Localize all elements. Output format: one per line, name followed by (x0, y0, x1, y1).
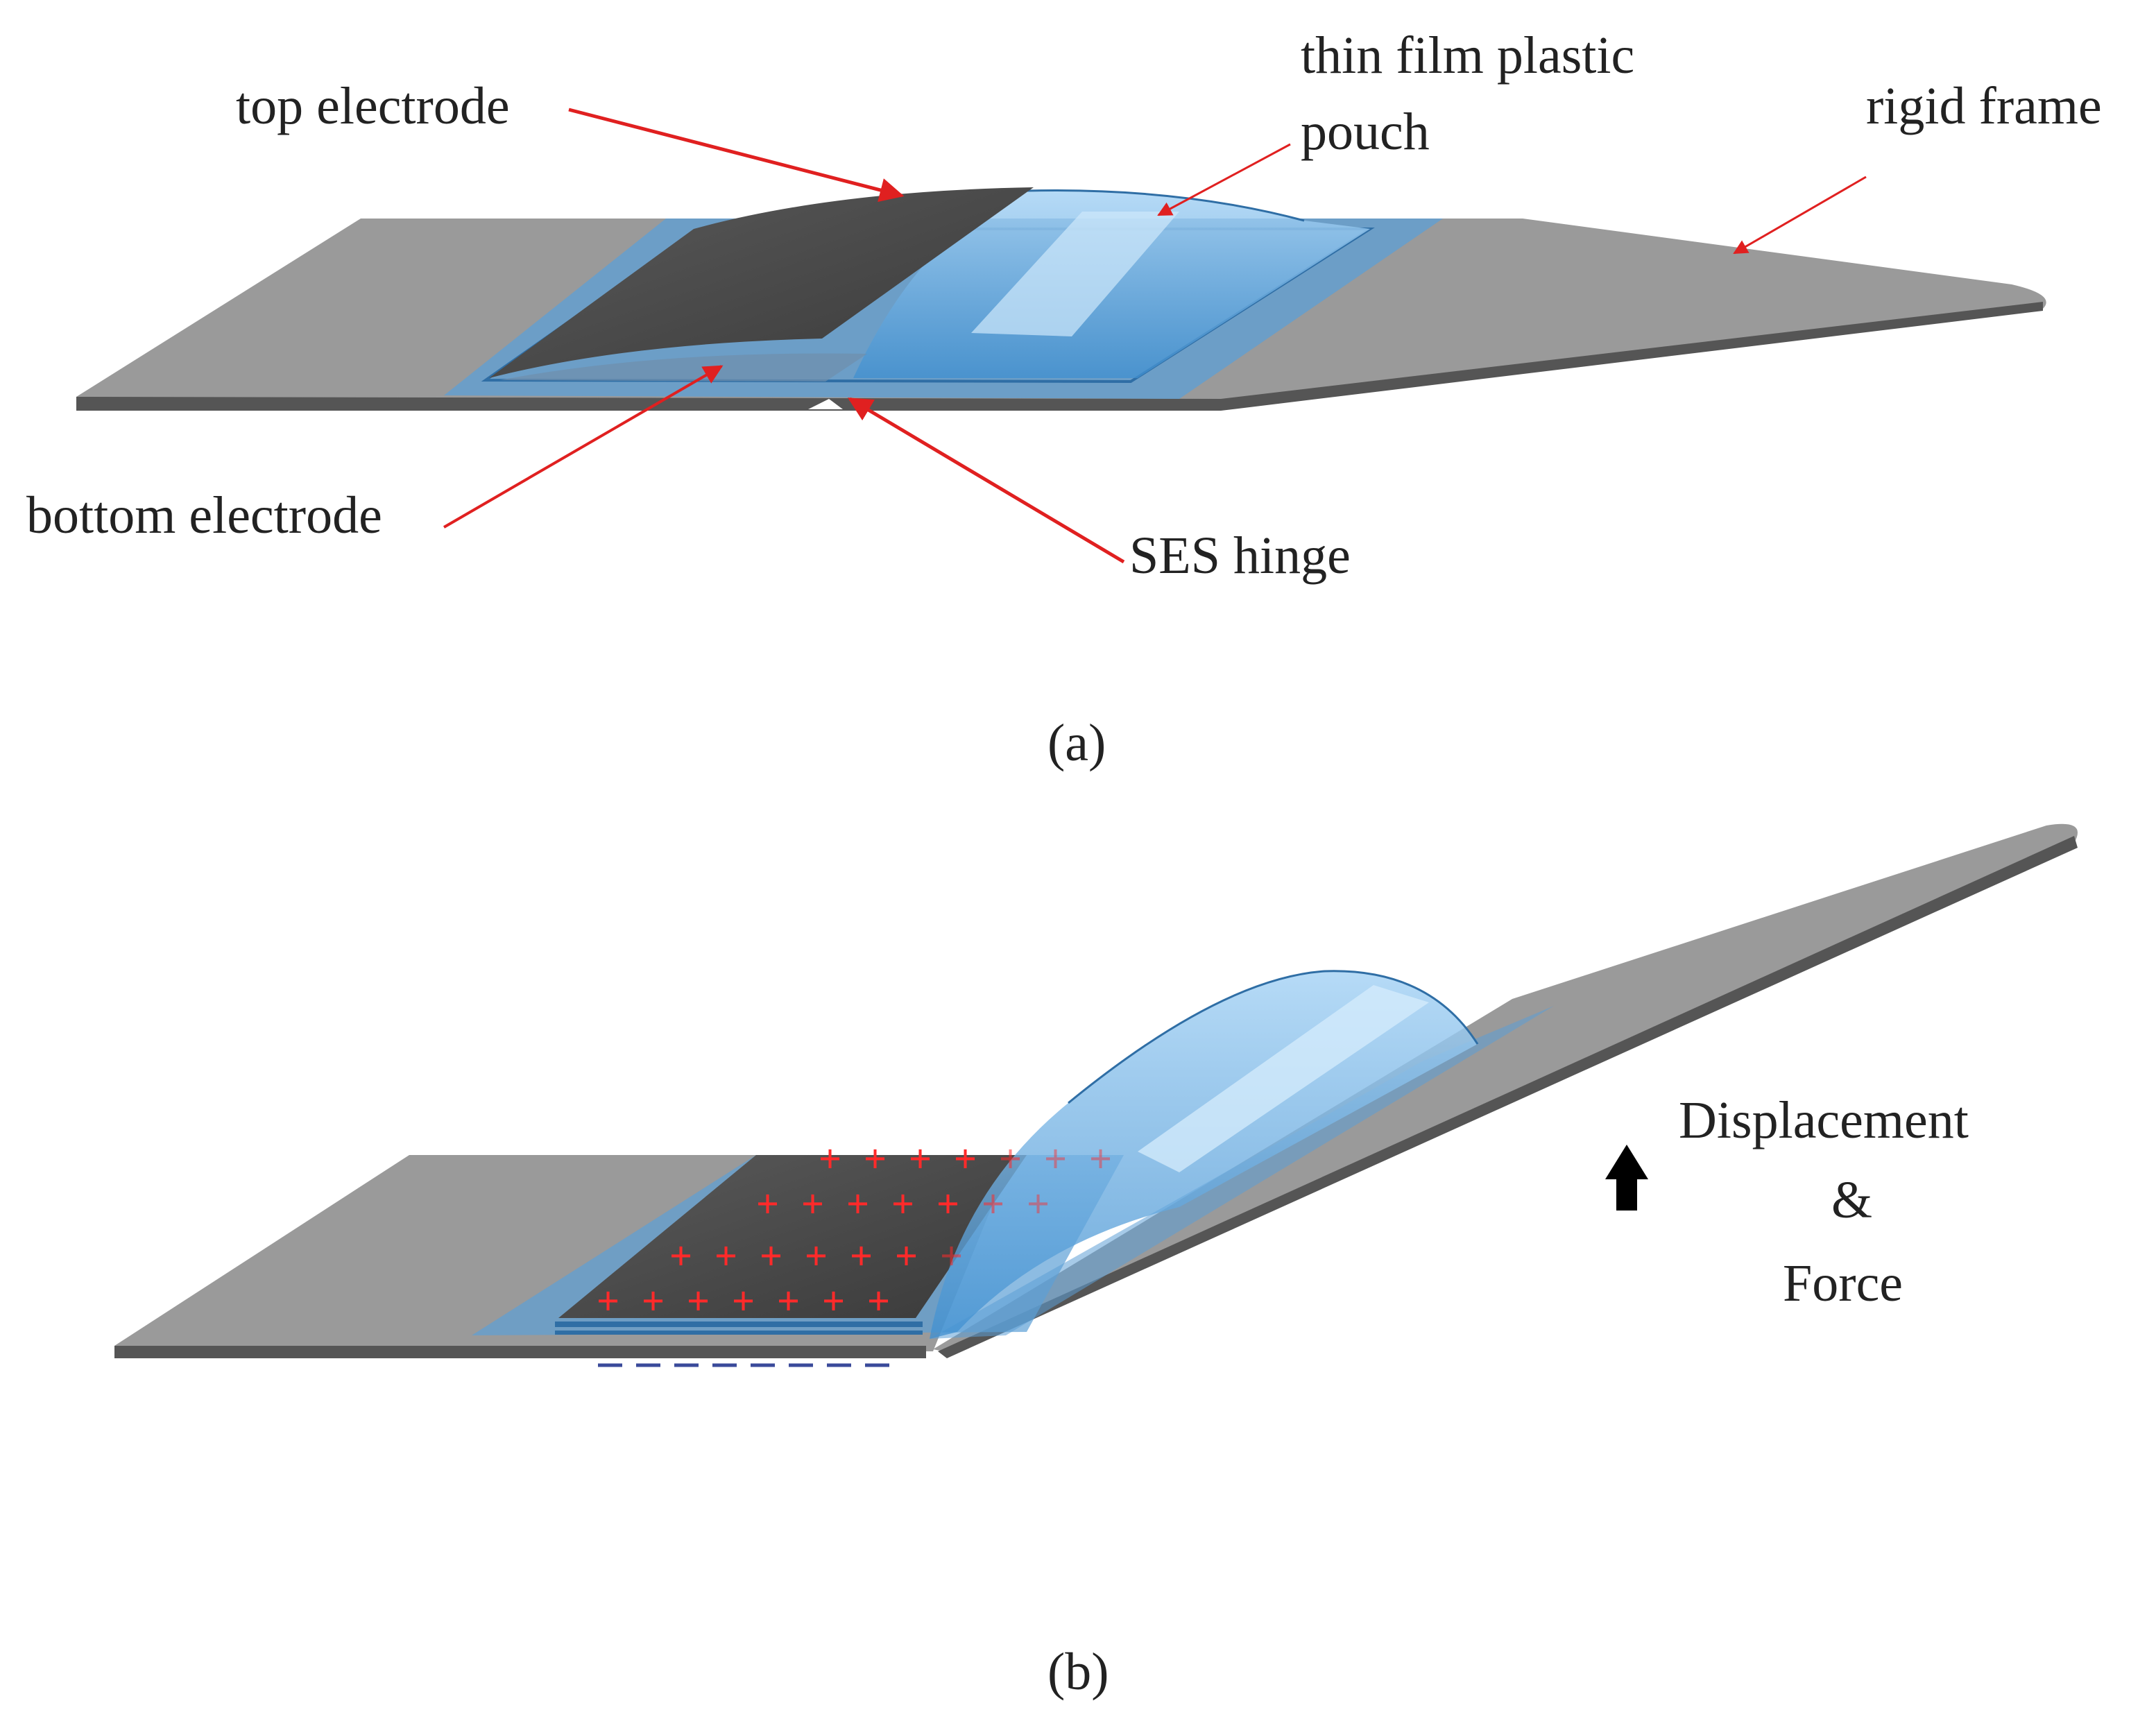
caption-a: (a) (1047, 714, 1106, 772)
plus-charge: + (819, 1136, 841, 1181)
leader-bottom-electrode (443, 365, 724, 529)
plus-charge: + (982, 1181, 1004, 1226)
plus-charge: + (687, 1278, 710, 1324)
plus-charge: + (597, 1278, 619, 1324)
leader-thin-film (1157, 143, 1291, 216)
plus-charge: + (715, 1233, 737, 1278)
thin-film-pouch-a (853, 189, 1370, 378)
label-thin-film-line1: thin film plastic (1301, 26, 1634, 85)
plus-charge: + (867, 1278, 890, 1324)
plus-charge: + (909, 1136, 932, 1181)
leader-ses-hinge (847, 397, 1125, 564)
plus-charge: + (891, 1181, 914, 1226)
up-arrow-icon (1605, 1145, 1648, 1211)
plus-charge: + (760, 1233, 782, 1278)
plus-charge: + (801, 1181, 824, 1226)
label-displacement: Displacement (1679, 1091, 1969, 1149)
plus-charge: + (895, 1233, 918, 1278)
plus-charge: + (1027, 1181, 1050, 1226)
plus-charge: + (669, 1233, 692, 1278)
leader-rigid-frame (1733, 176, 1867, 255)
positive-charges: + + + + + + + + + + + + + + + + + + + + … (597, 1136, 1112, 1324)
label-rigid-frame: rigid frame (1866, 77, 2102, 135)
leader-top-electrode (568, 108, 905, 203)
plus-charge: + (864, 1136, 887, 1181)
thin-film-pouch-b (930, 970, 1479, 1339)
rigid-frame-b-right (933, 823, 2078, 1358)
caption-b: (b) (1047, 1643, 1109, 1701)
label-ses-hinge: SES hinge (1129, 527, 1351, 585)
plus-charge: + (1089, 1136, 1112, 1181)
label-top-electrode: top electrode (236, 77, 510, 135)
label-bottom-electrode: bottom electrode (26, 486, 382, 545)
label-ampersand: & (1831, 1171, 1872, 1229)
plus-charge: + (850, 1233, 873, 1278)
plus-charge: + (940, 1233, 963, 1278)
plus-charge: + (954, 1136, 977, 1181)
electrode-stack-b (555, 1155, 1027, 1335)
plus-charge: + (777, 1278, 800, 1324)
panel-b: + + + + + + + + + + + + + + + + + + + + … (114, 823, 2078, 1701)
plus-charge: + (642, 1278, 665, 1324)
plus-charge: + (822, 1278, 845, 1324)
plus-charge: + (756, 1181, 779, 1226)
label-force: Force (1783, 1254, 1903, 1312)
top-electrode-a (489, 187, 1034, 378)
plus-charge: + (1044, 1136, 1067, 1181)
plus-charge: + (805, 1233, 828, 1278)
label-thin-film-line2: pouch (1301, 103, 1430, 161)
panel-a: top electrode thin film plastic pouch ri… (26, 26, 2102, 772)
plus-charge: + (999, 1136, 1022, 1181)
ses-hinge-a (808, 399, 843, 409)
plus-charge: + (732, 1278, 755, 1324)
plus-charge: + (846, 1181, 869, 1226)
bottom-electrode-a (499, 353, 867, 382)
plus-charge: + (936, 1181, 959, 1226)
